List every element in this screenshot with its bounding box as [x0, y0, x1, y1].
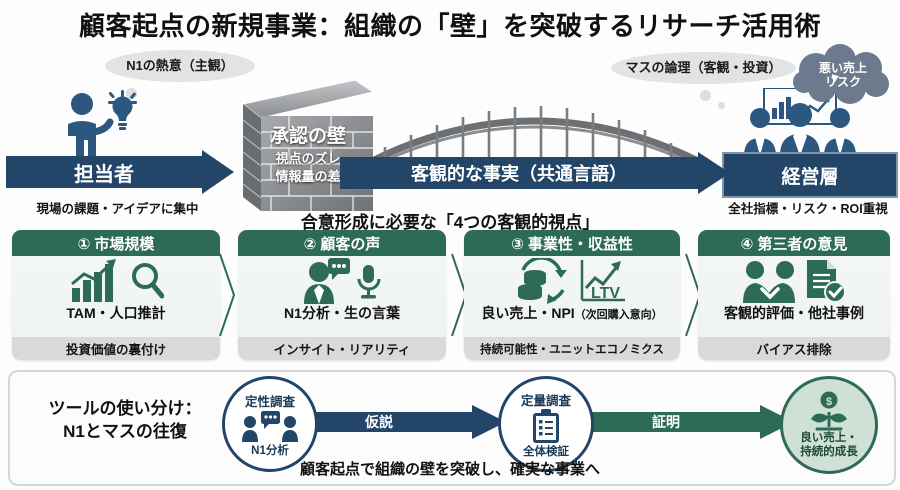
- ltv-label: LTV: [591, 285, 620, 302]
- right-role-label: 経営層: [722, 152, 898, 198]
- executives-group-icon: [744, 88, 856, 156]
- viewpoint-card-1[interactable]: ① 市場規模 TAM・人口推計 投資価値の裏付け: [12, 230, 220, 360]
- microphone-icon: [357, 265, 381, 299]
- card-4-footer: バイアス排除: [698, 337, 890, 360]
- qualitative-node-bottom: N1分析: [251, 444, 289, 457]
- clipboard-survey-icon: [533, 408, 559, 443]
- magnifier-icon: [132, 263, 164, 299]
- right-thought-bubble: マスの論理（客観・投資）: [611, 52, 796, 84]
- money-plant-icon: $: [811, 391, 847, 431]
- card-2-main: N1分析・生の言葉: [284, 305, 400, 321]
- bridge-label: 客観的な事実（共通言語）: [411, 164, 627, 184]
- chevron-connector-1: [219, 253, 236, 337]
- left-role-arrow-shape: [6, 150, 234, 194]
- proof-arrow-label: 証明: [652, 414, 680, 430]
- risk-cloud-line2: リスク: [824, 75, 861, 89]
- card-2-icons: [238, 256, 446, 306]
- card-3-main-note: （次回購入意向）: [574, 309, 663, 321]
- wall-subtitle-1: 視点のズレ: [275, 151, 341, 166]
- growth-node-line1: 良い売上・: [800, 431, 858, 444]
- right-role-caption: 全社指標・リスク・ROI重視: [728, 202, 888, 216]
- quantitative-node-bottom: 全体検証: [523, 445, 569, 458]
- coins-recycle-icon: [518, 258, 567, 304]
- left-thought-bubble: N1の熱意（主観）: [105, 50, 255, 82]
- risk-cloud-icon: [793, 44, 889, 104]
- hypothesis-arrow-shape: [286, 405, 506, 439]
- growth-node-line2: 持続的成長: [800, 446, 858, 458]
- card-3-footer: 持続可能性・ユニットエコノミクス: [464, 337, 680, 360]
- growth-node-label: 良い売上・ 持続的成長: [800, 431, 858, 460]
- interview-icon: [242, 410, 298, 442]
- svg-text:$: $: [826, 396, 832, 408]
- qualitative-node-top: 定性調査: [244, 394, 295, 409]
- bubble-dot-large: [126, 88, 137, 99]
- proof-arrow-shape: [572, 405, 794, 439]
- card-3-header: ③ 事業性・収益性: [464, 230, 680, 256]
- bottom-caption: 顧客起点で組織の壁を突破し、確実な事業へ: [299, 461, 600, 478]
- viewpoint-card-2[interactable]: ② 顧客の声 N1分析・生の言葉: [238, 230, 446, 360]
- card-3-main-text: 良い売上・NPI: [481, 305, 575, 321]
- card-3-main: 良い売上・NPI（次回購入意向）: [464, 305, 680, 321]
- card-1-main: TAM・人口推計: [66, 305, 166, 321]
- card-1-footer: 投資価値の裏付け: [12, 337, 220, 360]
- right-bubble-dot-small: [718, 102, 725, 109]
- qualitative-node[interactable]: 定性調査 N1分析: [222, 376, 318, 472]
- growth-node[interactable]: $ 良い売上・ 持続的成長: [780, 376, 878, 474]
- bar-chart-growth-icon: [71, 259, 116, 302]
- wall-subtitle-2: 情報量の差: [275, 169, 341, 184]
- card-4-header: ④ 第三者の意見: [698, 230, 890, 256]
- left-role-label: 担当者: [74, 163, 134, 186]
- hypothesis-arrow-label: 仮説: [365, 414, 393, 430]
- card-4-icons: [698, 256, 890, 306]
- handshake-icon: [743, 261, 795, 303]
- right-bubble-dot-large: [700, 90, 711, 101]
- ltv-chart-icon: LTV: [580, 260, 625, 302]
- section-heading: 合意形成に必要な「4つの客観的視点」: [300, 213, 600, 232]
- page-title: 顧客起点の新規事業：組織の「壁」を突破するリサーチ活用術: [78, 11, 821, 41]
- card-2-header: ② 顧客の声: [238, 230, 446, 256]
- employee-person-icon: [68, 90, 137, 158]
- viewpoint-card-4[interactable]: ④ 第三者の意見 客観的評価・他社事例 バイアス排除: [698, 230, 890, 360]
- card-2-footer: インサイト・リアリティ: [238, 337, 446, 360]
- tool-title-line2: N1とマスの往復: [63, 421, 187, 441]
- tool-usage-title: ツールの使い分け： N1とマスの往復: [20, 398, 230, 444]
- card-1-icons: [12, 256, 220, 306]
- wall-title: 承認の壁: [269, 126, 346, 147]
- card-4-main: 客観的評価・他社事例: [724, 305, 864, 321]
- card-1-header: ① 市場規模: [12, 230, 220, 256]
- tool-title-line1: ツールの使い分け：: [48, 399, 202, 418]
- quantitative-node-top: 定量調査: [520, 393, 571, 408]
- person-speech-icon: [304, 258, 350, 304]
- document-check-icon: [807, 260, 846, 303]
- quantitative-node[interactable]: 定量調査 全体検証: [498, 376, 594, 472]
- card-3-icons: LTV: [464, 256, 680, 306]
- objective-fact-arrow-shape: [340, 152, 730, 194]
- risk-cloud-line1: 悪い売上: [818, 61, 867, 76]
- viewpoint-card-3[interactable]: ③ 事業性・収益性: [464, 230, 680, 360]
- risk-cloud-label: 悪い売上 リスク: [795, 52, 891, 100]
- left-role-caption: 現場の課題・アイデアに集中: [36, 202, 199, 216]
